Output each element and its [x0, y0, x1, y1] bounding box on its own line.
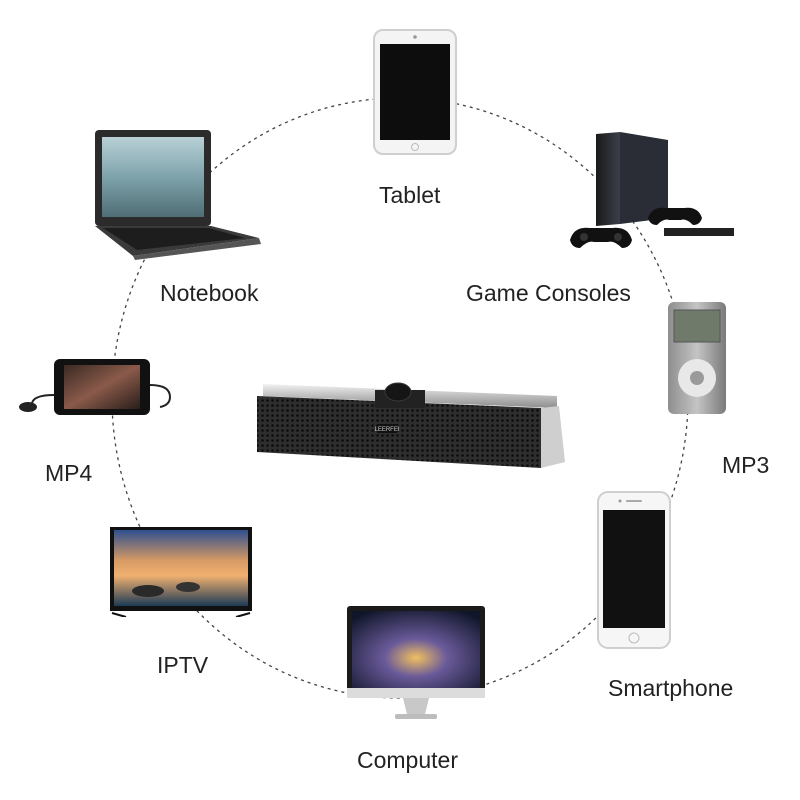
- soundbar-speaker-icon: LEERFEI: [255, 378, 567, 474]
- game-consoles-label: Game Consoles: [466, 280, 631, 306]
- brand-logo: LEERFEI: [374, 427, 399, 433]
- computer-label: Computer: [357, 747, 458, 773]
- mp4-player-icon: [14, 355, 174, 425]
- game-console-icon: [568, 132, 734, 250]
- smartphone-icon: [596, 490, 672, 650]
- iptv-label: IPTV: [157, 652, 209, 678]
- laptop-icon: [93, 128, 263, 260]
- tablet-icon: [372, 28, 458, 156]
- smartphone-label: Smartphone: [608, 675, 734, 701]
- tablet-label: Tablet: [379, 182, 441, 208]
- mp4-label: MP4: [45, 460, 93, 486]
- monitor-icon: [345, 604, 487, 722]
- mp3-player-icon: [666, 300, 728, 418]
- mp3-label: MP3: [722, 452, 770, 478]
- tv-icon: [108, 525, 254, 617]
- notebook-label: Notebook: [160, 280, 259, 306]
